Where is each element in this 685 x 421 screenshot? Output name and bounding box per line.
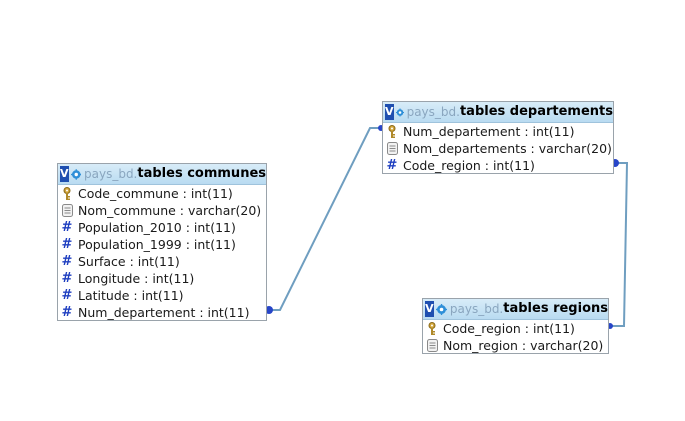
numeric-column-icon: # [61,254,73,269]
table-name[interactable]: tables departements [459,104,613,119]
relation-endpoint-communes [265,306,273,314]
column-label: Population_1999 : int(11) [78,237,236,252]
gear-icon[interactable] [70,167,81,182]
numeric-column-icon: # [386,158,398,173]
numeric-column-icon: # [61,220,73,235]
toggle-icon[interactable]: V [425,301,434,317]
column-row[interactable]: # Surface : int(11) [58,253,266,270]
column-label: Surface : int(11) [78,254,180,269]
column-label: Code_region : int(11) [403,158,535,173]
column-row[interactable]: Code_commune : int(11) [58,185,266,202]
relation-link-communes-departements [270,127,382,311]
column-row[interactable]: Code_region : int(11) [423,320,608,337]
primary-key-icon [425,321,439,336]
column-label: Longitude : int(11) [78,271,195,286]
column-list: Code_region : int(11) Nom_region : varcha… [423,320,608,354]
column-row[interactable]: # Longitude : int(11) [58,270,266,287]
toggle-icon[interactable]: V [60,166,69,182]
column-row[interactable]: # Code_region : int(11) [383,157,613,174]
column-row[interactable]: Nom_commune : varchar(20) [58,202,266,219]
column-label: Num_departement : int(11) [403,124,575,139]
column-row[interactable]: Num_departement : int(11) [383,123,613,140]
table-regions[interactable]: V pays_bd.tables regions Code_region : i… [422,298,609,354]
column-label: Code_region : int(11) [443,321,575,336]
column-row[interactable]: Nom_departements : varchar(20) [383,140,613,157]
gear-icon[interactable] [435,302,447,317]
toggle-icon[interactable]: V [385,104,394,120]
column-row[interactable]: # Population_2010 : int(11) [58,219,266,236]
column-row[interactable]: # Latitude : int(11) [58,287,266,304]
database-name: pays_bd. [406,105,460,119]
column-row[interactable]: # Population_1999 : int(11) [58,236,266,253]
numeric-column-icon: # [61,305,73,320]
table-departements[interactable]: V pays_bd.tables departements Num_depart… [382,101,614,174]
table-header[interactable]: V pays_bd.tables communes [58,164,266,185]
column-list: Num_departement : int(11) Nom_departement… [383,123,613,174]
column-label: Num_departement : int(11) [78,305,250,320]
column-label: Code_commune : int(11) [78,186,233,201]
column-label: Nom_region : varchar(20) [443,338,604,353]
table-communes[interactable]: V pays_bd.tables communes Code_commune :… [57,163,267,321]
database-name: pays_bd. [84,167,138,181]
column-label: Latitude : int(11) [78,288,184,303]
text-column-icon [385,142,399,155]
table-header[interactable]: V pays_bd.tables departements [383,102,613,123]
numeric-column-icon: # [61,237,73,252]
table-name[interactable]: tables communes [137,166,266,181]
database-name: pays_bd. [449,302,504,316]
table-header[interactable]: V pays_bd.tables regions [423,299,608,320]
column-label: Nom_commune : varchar(20) [78,203,262,218]
column-label: Nom_departements : varchar(20) [403,141,612,156]
numeric-column-icon: # [61,271,73,286]
column-list: Code_commune : int(11) Nom_commune : varc… [58,185,266,321]
column-row[interactable]: Nom_region : varchar(20) [423,337,608,354]
numeric-column-icon: # [61,288,73,303]
column-row[interactable]: # Num_departement : int(11) [58,304,266,321]
column-label: Population_2010 : int(11) [78,220,236,235]
gear-icon[interactable] [395,105,404,120]
primary-key-icon [60,186,74,201]
table-name[interactable]: tables regions [503,301,608,316]
primary-key-icon [385,124,399,139]
text-column-icon [425,339,439,352]
relation-link-regions-departements [610,162,629,327]
text-column-icon [60,204,74,217]
